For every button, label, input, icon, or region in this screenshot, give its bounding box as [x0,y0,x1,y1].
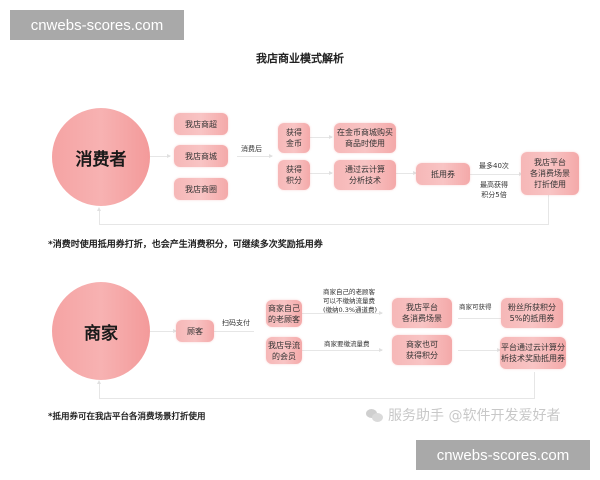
voucher-node: 抵用券 [416,163,470,185]
channel-business-district: 我店商圈 [174,178,228,200]
feedback-line [534,372,535,398]
page-title: 我店商业模式解析 [256,52,344,65]
merchant-circle: 商家 [52,282,150,380]
watermark-bottom: cnwebs-scores.com [416,440,590,470]
feedback-line [548,194,549,224]
traffic-fee-note: 商家要缴流量费 [324,340,370,348]
wechat-icon [366,408,384,422]
limit-label-times: 最多40次 [479,162,509,170]
connector-arrow [150,154,171,158]
channel-mall: 我店商城 [174,145,228,167]
connector-arrow [150,329,177,333]
credit-text: 服务助手 @软件开发爱好者 [388,408,561,424]
connector-line [214,331,254,332]
platform-reward-node: 平台通过云计算分 析技术奖励抵用券 [500,337,566,369]
after-consume-label: 消费后 [241,145,262,153]
connector-arrow [470,172,523,176]
feedback-arrow [97,380,101,398]
gain-coins-node: 获得 金币 [278,123,310,153]
referred-members-node: 我店导流 的会员 [266,337,302,364]
merchant-gain-label: 商家可获得 [459,303,492,311]
customer-node: 顾客 [176,320,214,342]
own-customers-fee-note: 商家自己的老顾客 可以不缴纳流量费 (缴纳0.3%通道费) [323,288,378,314]
merchant-points-node: 商家也可 获得积分 [392,335,452,365]
connector-arrow [310,171,333,175]
merchant-note: *抵用券可在我店平台各消费场景打折使用 [48,412,206,422]
own-customers-node: 商家自己 的老顾客 [266,300,302,327]
connector-line [458,318,502,319]
connector-arrow [300,311,383,315]
channel-supermarket: 我店商超 [174,113,228,135]
credit-watermark: 服务助手 @软件开发爱好者 [366,405,560,425]
connector-arrow [396,171,417,175]
platform-use-node: 我店平台 各消费场景 打折使用 [521,152,579,195]
limit-label-multiplier: 最高获得 积分5倍 [480,181,508,199]
connector-arrow [310,135,333,139]
scan-pay-label: 扫码支付 [222,319,250,327]
connector-arrow [300,348,383,352]
coins-usage-node: 在金币商城购买 商品时使用 [334,123,396,153]
consumer-circle: 消费者 [52,108,150,206]
platform-scenes-node: 我店平台 各消费场景 [392,298,452,328]
connector-arrow [458,348,501,352]
feedback-arrow [97,207,101,224]
watermark-top: cnwebs-scores.com [10,10,184,40]
connector-arrow [237,154,273,158]
feedback-line [99,398,535,399]
consumer-note: *消费时使用抵用券打折，也会产生消费积分，可继续多次奖励抵用券 [48,240,323,250]
cloud-analysis-node: 通过云计算 分析技术 [334,160,396,190]
gain-points-node: 获得 积分 [278,160,310,190]
fans-voucher-node: 粉丝所获积分 5%的抵用券 [501,298,563,328]
feedback-line [99,224,549,225]
